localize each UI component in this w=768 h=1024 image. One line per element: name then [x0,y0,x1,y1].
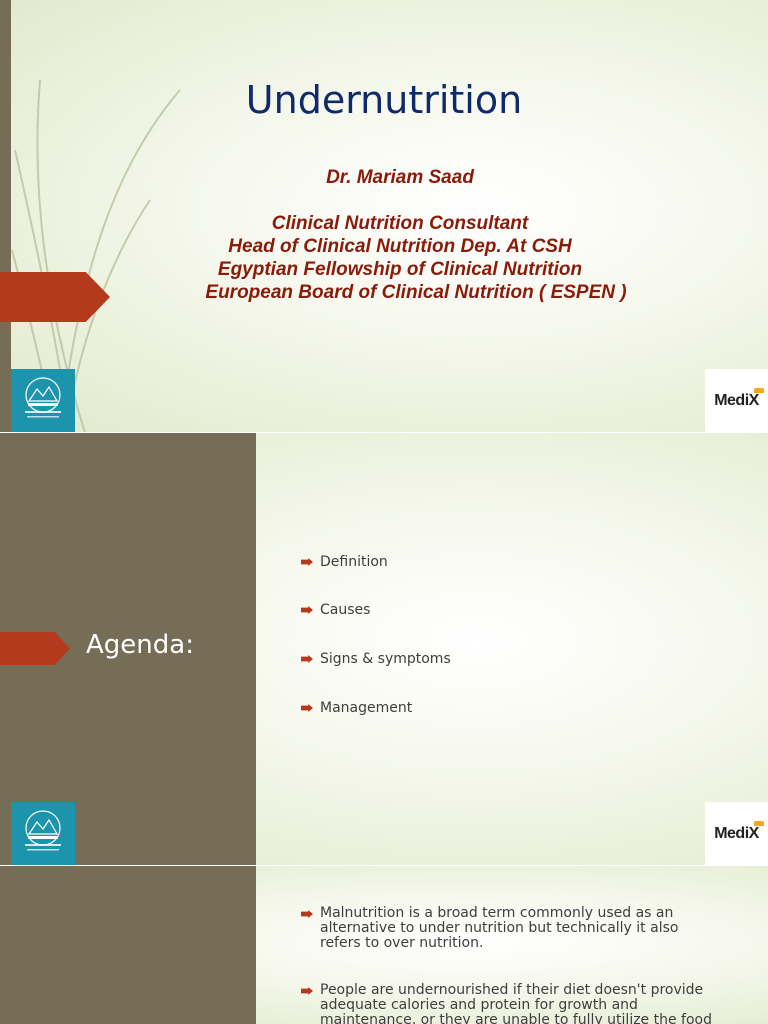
left-olive-panel [0,866,256,1024]
role-line-3: Egyptian Fellowship of Clinical Nutritio… [217,259,583,280]
accent-arrow [0,632,70,665]
role-line-4: European Board of Clinical Nutrition ( E… [205,282,627,303]
arrow-bullet-icon [301,704,313,712]
slide-title: Undernutrition [245,78,523,122]
role-line-2: Head of Clinical Nutrition Dep. At CSH [228,236,572,257]
definition-slide: Malnutrition is a broad term commonly us… [0,866,768,1024]
zewail-city-icon [25,377,61,418]
list-item: Causes [301,602,451,618]
arrow-bullet-icon [301,558,313,566]
list-item: Management [301,700,451,716]
agenda-slide: Agenda: Definition Causes Signs & sympto… [0,433,768,866]
list-item-text: Signs & symptoms [320,651,451,667]
agenda-title: Agenda: [86,630,194,660]
arrow-bullet-icon [301,606,313,614]
slide-divider [0,865,768,866]
definition-list: Malnutrition is a broad term commonly us… [301,906,721,1024]
arrow-bullet-icon [301,987,313,995]
list-item: Definition [301,554,451,570]
list-item: Malnutrition is a broad term commonly us… [301,906,721,951]
paragraph-text: Malnutrition is a broad term commonly us… [320,905,679,951]
medix-logo-text: MediX [714,825,759,842]
arrow-bullet-icon [301,655,313,663]
medix-accent-icon [754,821,764,826]
zewail-city-icon [25,810,61,851]
agenda-list: Definition Causes Signs & symptoms Manag… [301,554,451,716]
accent-arrow [0,272,110,322]
zewail-city-logo [11,369,75,433]
medix-logo-text: MediX [714,392,759,409]
list-item-text: Definition [320,554,388,570]
zewail-city-logo [11,802,75,866]
list-item: Signs & symptoms [301,651,451,667]
author-name: Dr. Mariam Saad [326,167,474,188]
paragraph-text: People are undernourished if their diet … [320,982,712,1024]
arrow-bullet-icon [301,910,313,918]
list-item: People are undernourished if their diet … [301,983,721,1024]
role-line-1: Clinical Nutrition Consultant [271,213,529,234]
medix-logo: MediX [705,369,768,433]
title-slide: Undernutrition Dr. Mariam Saad Clinical … [0,0,768,433]
list-item-text: Management [320,700,413,716]
medix-accent-icon [754,388,764,393]
slide-divider [0,432,768,433]
left-olive-strip [0,0,11,433]
medix-logo: MediX [705,802,768,866]
list-item-text: Causes [320,602,371,618]
